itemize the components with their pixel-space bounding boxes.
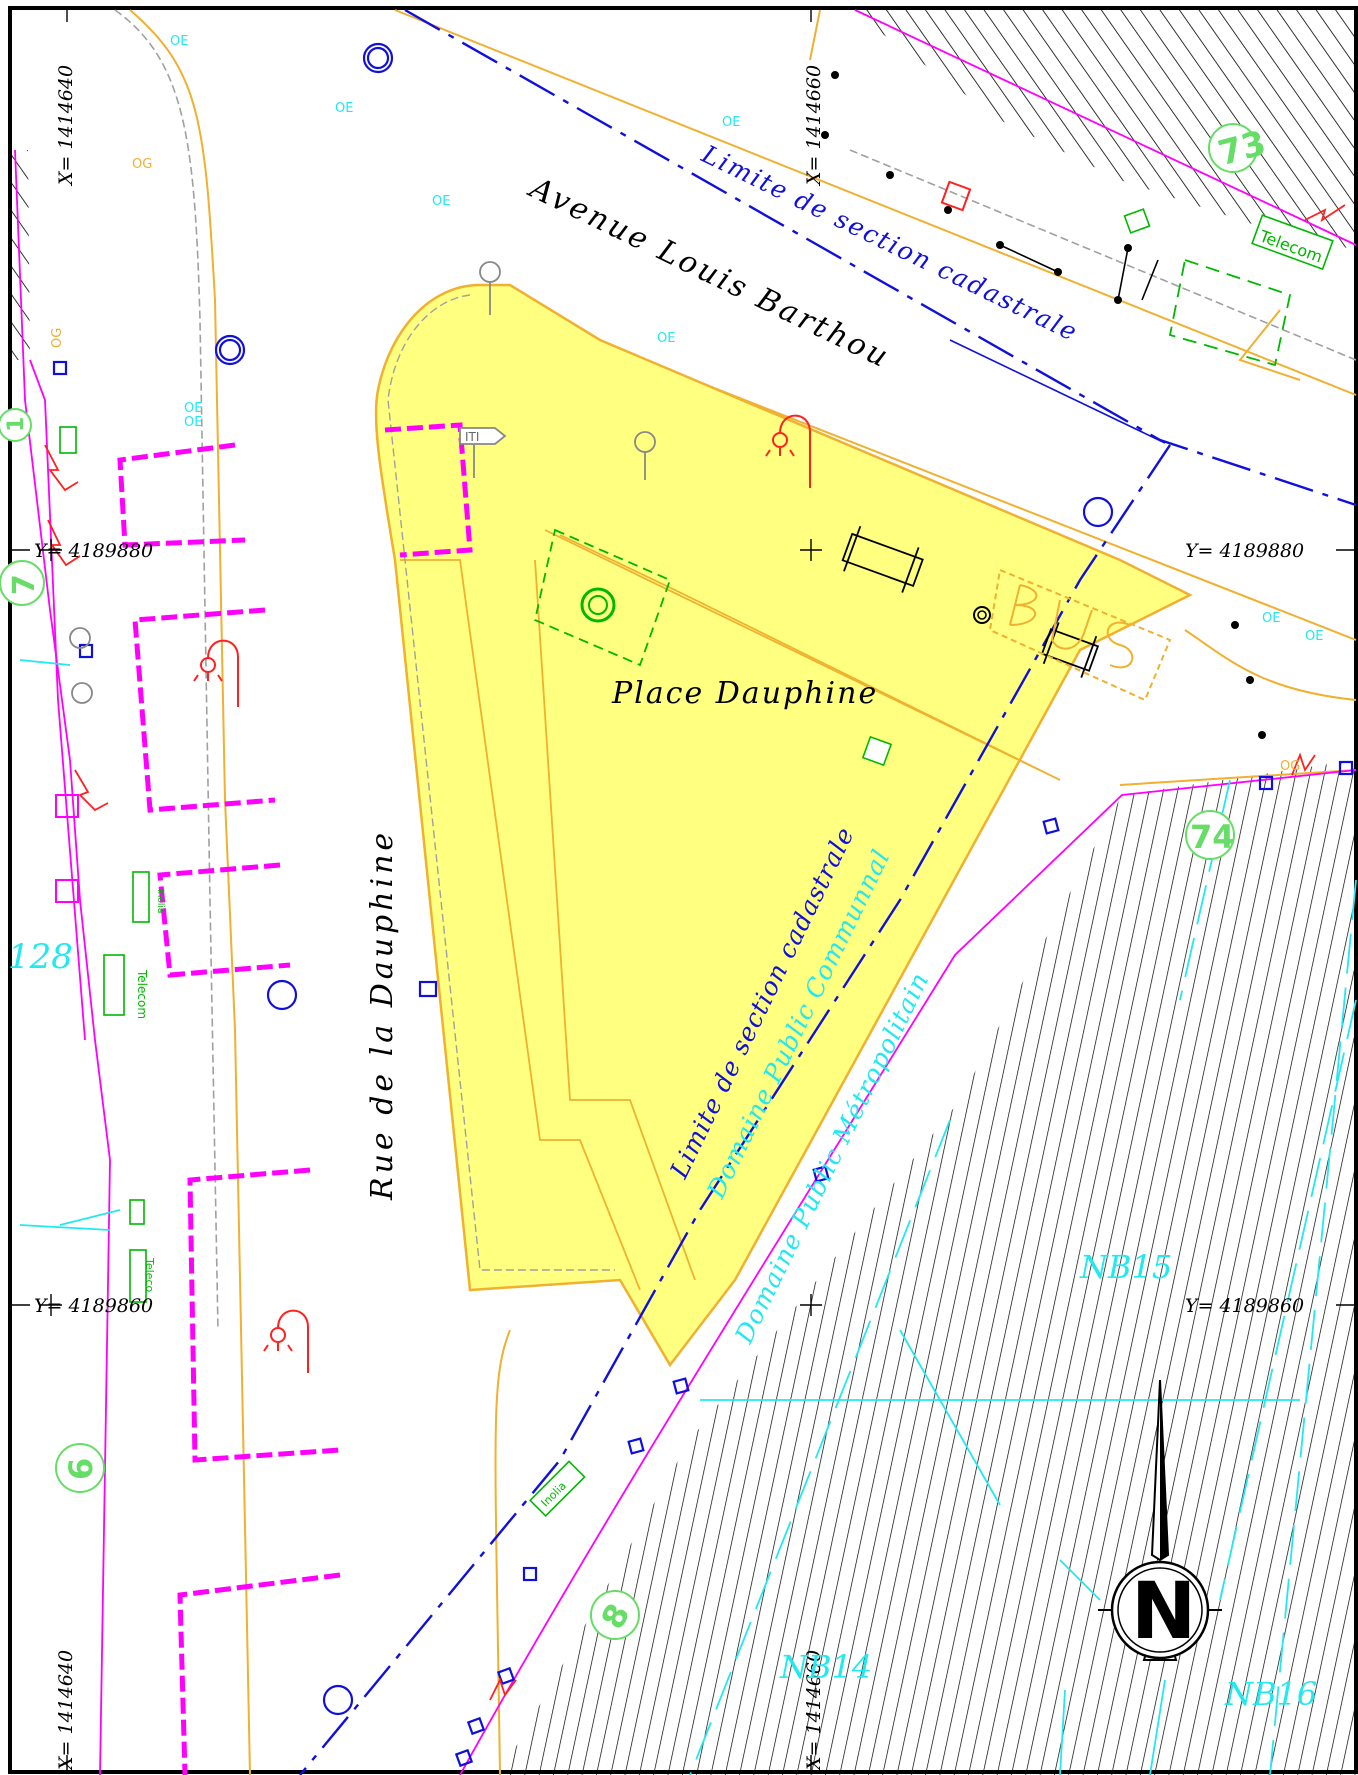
number-7: 7 — [7, 574, 42, 595]
cadastral-solid-line — [949, 339, 1166, 444]
oe-markers: OE OE OE OE OE OE OE OE OE — [170, 34, 1323, 644]
address-number-circles — [0, 123, 1258, 1640]
label-cadastral-limit-top: Limite de section cadastrale — [696, 139, 1083, 347]
svg-text:OE: OE — [657, 331, 675, 346]
domaine-lines — [19, 659, 1300, 1775]
grid-label-x-left-bottom: X= 1414640 — [55, 1650, 77, 1772]
svg-text:OG: OG — [1280, 759, 1300, 774]
street-name-rue-de-la-dauphine: Rue de la Dauphine — [365, 829, 400, 1201]
iti-label: ITI — [465, 430, 479, 444]
telecom-boxes — [59, 208, 1334, 1518]
street-lamp-icons — [193, 414, 811, 1373]
grid-label-x-mid-bottom: X= 1414660 — [803, 1650, 825, 1772]
square-curb-dashed — [387, 294, 615, 1271]
building-bottom-right — [500, 760, 1356, 1775]
telecom-chamber — [1168, 258, 1292, 367]
telecom-label-lower: Teleco — [143, 1257, 156, 1292]
svg-text:OE: OE — [432, 194, 450, 209]
grid-label-x-mid-top: X= 1414660 — [803, 65, 825, 187]
grid-label-y-right-upper: Y= 4189880 — [1185, 540, 1304, 562]
bus-lettering — [1009, 584, 1134, 669]
place-dauphine-area — [374, 283, 1193, 1368]
waste-bin-icon — [973, 606, 991, 624]
bench-links — [999, 244, 1159, 301]
north-arrow-icon: N — [1098, 1379, 1222, 1661]
red-lightning-icons — [44, 204, 1346, 1701]
lamp-post-icons — [69, 261, 656, 704]
grid-crosses — [40, 539, 822, 1316]
svg-text:OE: OE — [184, 415, 202, 430]
number-6: 6 — [62, 1458, 100, 1480]
svg-text:OG: OG — [132, 157, 152, 172]
number-74: 74 — [1190, 818, 1235, 856]
svg-text:OE: OE — [184, 401, 202, 416]
tree-icon — [580, 587, 616, 623]
parcel-label-nb15: NB15 — [1079, 1248, 1172, 1286]
svg-text:OE: OE — [1262, 611, 1280, 626]
svg-text:OG: OG — [50, 328, 65, 348]
grid-label-y-left-upper: Y= 4189880 — [34, 540, 153, 562]
square-inner-lines — [400, 529, 1061, 1291]
building-left-edge — [12, 150, 30, 360]
svg-text:OE: OE — [335, 101, 353, 116]
parcel-label-nb16: NB16 — [1224, 1675, 1317, 1713]
place-name-dauphine: Place Dauphine — [611, 676, 878, 711]
inolia-label-left: Inolia — [155, 889, 165, 913]
drain-icons — [52, 360, 1354, 1768]
north-letter: N — [1131, 1567, 1196, 1657]
waste-bin-icon-inner — [977, 610, 987, 620]
tree-box — [533, 528, 672, 667]
iti-sign-icon: ITI — [459, 427, 507, 478]
svg-text:OE: OE — [1305, 629, 1323, 644]
parcel-outlines — [117, 422, 473, 1775]
bus-stop-marking — [988, 568, 1172, 702]
parcel-label-128: 128 — [8, 937, 73, 977]
parcel-box-2 — [55, 879, 79, 903]
parcel-box-1 — [55, 794, 79, 818]
svg-text:OE: OE — [170, 34, 188, 49]
bench-icons — [841, 525, 1100, 678]
telecom-label-left: Telecom — [135, 969, 149, 1019]
grid-label-y-right-lower: Y= 4189860 — [1185, 1295, 1304, 1317]
grid-label-y-left-lower: Y= 4189860 — [34, 1295, 153, 1317]
manhole-icons — [214, 42, 1114, 1716]
grid-label-x-left-top: X= 1414640 — [55, 65, 77, 187]
grid-ticks — [12, 10, 1356, 1772]
building-top-right — [850, 10, 1356, 250]
og-markers: OG OG OG — [50, 157, 1300, 774]
curb-lines — [114, 9, 1357, 1331]
svg-text:OE: OE — [722, 115, 740, 130]
number-1: 1 — [4, 417, 29, 432]
red-cabinet-icon — [940, 180, 972, 212]
parcel-label-nb14: NB14 — [779, 1648, 872, 1686]
tree-icon-inner — [588, 595, 608, 615]
